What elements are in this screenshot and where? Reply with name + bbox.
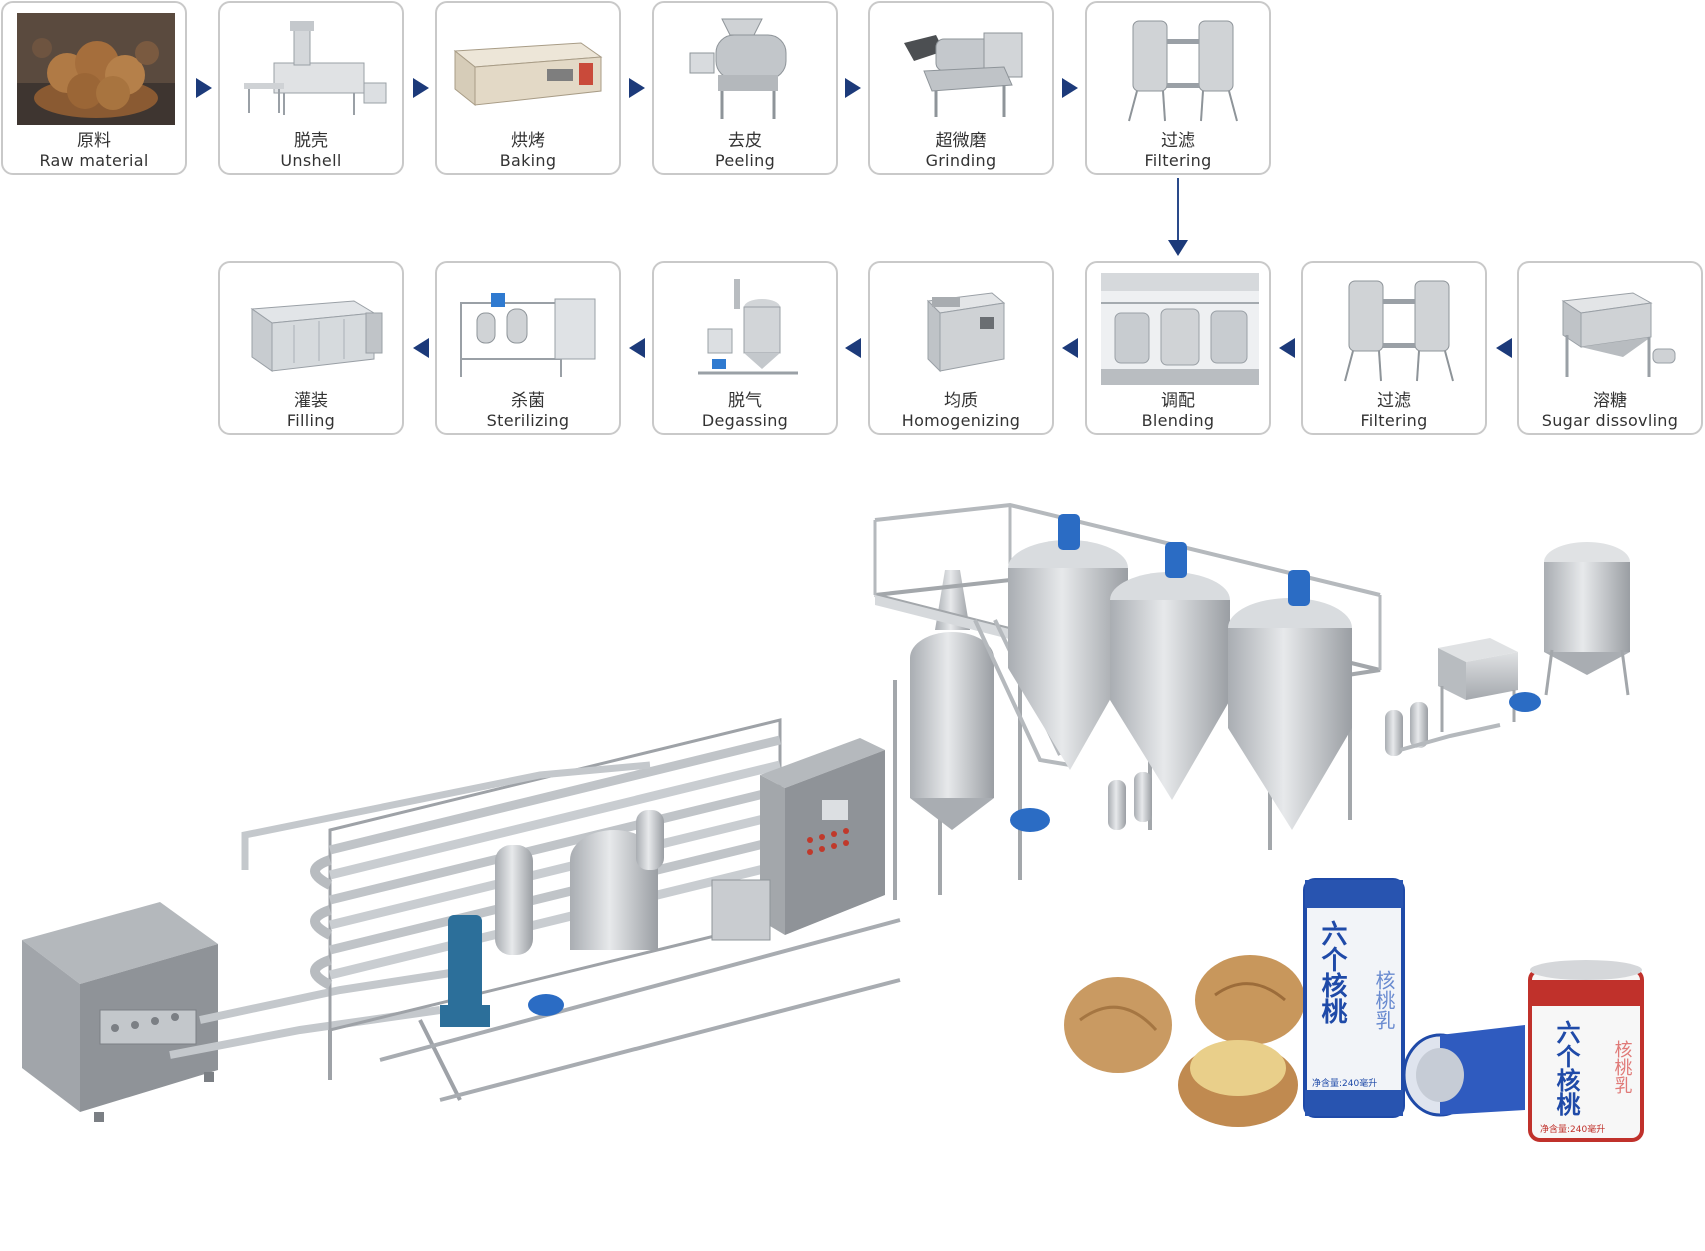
step-label-en: Blending: [1141, 411, 1215, 430]
degasser-vessel: [893, 570, 1050, 900]
flow-arrow-down: [1168, 240, 1188, 256]
baking-oven-icon: [453, 42, 603, 107]
step-label-en: Grinding: [925, 151, 997, 170]
step-filtering-1: 过滤 Filtering: [1085, 1, 1271, 175]
step-label-en: Raw material: [39, 151, 149, 170]
degasser-icon: [698, 279, 798, 375]
motor-icon: [1165, 542, 1187, 578]
step-label-en: Sugar dissovling: [1541, 411, 1679, 430]
step-filtering-2: 过滤 Filtering: [1301, 261, 1487, 435]
storage-tank: [1544, 542, 1630, 696]
step-label-en: Degassing: [701, 411, 789, 430]
step-unshell: 脱壳 Unshell: [218, 1, 404, 175]
sugar-dissolving-tank: [1438, 638, 1541, 732]
flow-arrow-left: [845, 338, 861, 358]
can-brand-text: 六个核桃: [1317, 920, 1347, 1025]
flow-arrow-right: [196, 78, 212, 98]
can-brand-text: 六个核桃: [1552, 1020, 1580, 1117]
control-cabinet: [760, 738, 885, 935]
step-label-en: Baking: [499, 151, 557, 170]
step-label-cn: 杀菌: [511, 391, 545, 411]
filling-machine-icon: [250, 300, 383, 372]
step-baking: 烘烤 Baking: [435, 1, 621, 175]
step-label-cn: 烘烤: [511, 131, 545, 151]
twin-filter-icon: [1128, 20, 1238, 122]
step-label-en: Unshell: [280, 151, 342, 170]
grinding-mill-icon: [904, 32, 1023, 117]
step-label-cn: 脱壳: [294, 131, 328, 151]
tubular-sterilizer: [241, 718, 901, 1102]
step-label-cn: 调配: [1161, 391, 1195, 411]
blending-tank-2: [1110, 542, 1230, 800]
sugar-tank-icon: [1561, 292, 1676, 377]
step-filling: 灌装 Filling: [218, 261, 404, 435]
can-sub-text: 核桃乳: [1612, 1040, 1633, 1094]
twin-filter-icon: [1344, 280, 1454, 382]
flow-arrow-left: [1279, 338, 1295, 358]
step-label-cn: 超微磨: [935, 131, 987, 151]
step-sterilizing: 杀菌 Sterilizing: [435, 261, 621, 435]
motor-icon: [1058, 514, 1080, 550]
walnut-milk-can-standing: 六个核桃 核桃乳 净含量:240毫升: [1303, 878, 1405, 1118]
step-label-en: Homogenizing: [901, 411, 1021, 430]
production-line-illustration: 六个核桃 核桃乳 净含量:240毫升 六个核桃 核桃乳 净含量:240毫升: [22, 502, 1644, 1142]
walnut-icon: [1064, 955, 1305, 1127]
can-volume-text: 净含量:240毫升: [1312, 1077, 1377, 1089]
step-label-cn: 过滤: [1377, 391, 1411, 411]
step-grinding: 超微磨 Grinding: [868, 1, 1054, 175]
sterilizer-icon: [460, 293, 596, 377]
homogenizer-icon: [926, 292, 1006, 373]
can-volume-text: 净含量:240毫升: [1540, 1123, 1605, 1135]
blending-tank-3: [1228, 570, 1352, 830]
step-label-cn: 脱气: [728, 391, 762, 411]
step-degassing: 脱气 Degassing: [652, 261, 838, 435]
plate-exchanger: [711, 879, 771, 941]
flow-arrow-left: [1496, 338, 1512, 358]
flow-arrow-left: [629, 338, 645, 358]
homogenizer-box: [22, 902, 218, 1122]
blending-tank-1: [1008, 514, 1128, 770]
walnut-milk-can-red: 六个核桃 核桃乳 净含量:240毫升: [1528, 960, 1644, 1142]
step-label-cn: 原料: [77, 131, 111, 151]
step-label-en: Filtering: [1144, 151, 1212, 170]
step-peeling: 去皮 Peeling: [652, 1, 838, 175]
step-raw-material: 原料 Raw material: [1, 1, 187, 175]
peeling-machine-icon: [689, 18, 787, 119]
step-label-cn: 均质: [944, 391, 978, 411]
can-sub-text: 核桃乳: [1372, 970, 1396, 1030]
motor-icon: [528, 994, 564, 1016]
holding-tube-tank: [495, 845, 533, 955]
twin-filter: [1108, 780, 1126, 830]
walnut-basket-icon: [17, 13, 175, 125]
step-label-cn: 去皮: [728, 131, 762, 151]
flow-arrow-left: [413, 338, 429, 358]
flow-arrow-right: [1062, 78, 1078, 98]
motor-icon: [1288, 570, 1310, 606]
centrifugal-pump: [448, 915, 482, 1015]
step-label-en: Peeling: [714, 151, 776, 170]
step-homogenizing: 均质 Homogenizing: [868, 261, 1054, 435]
flow-arrow-right: [845, 78, 861, 98]
step-label-cn: 灌装: [294, 391, 328, 411]
step-label-en: Sterilizing: [486, 411, 570, 430]
flow-arrow-right: [629, 78, 645, 98]
step-sugar-dissolving: 溶糖 Sugar dissovling: [1517, 261, 1703, 435]
motor-icon: [1509, 692, 1541, 712]
step-label-en: Filling: [286, 411, 336, 430]
blending-tanks-icon: [1101, 273, 1259, 385]
unshelling-machine-icon: [244, 21, 387, 115]
step-blending: 调配 Blending: [1085, 261, 1271, 435]
flow-arrow-right: [413, 78, 429, 98]
flow-connector-line: [1177, 178, 1179, 240]
flow-arrow-left: [1062, 338, 1078, 358]
step-label-cn: 溶糖: [1593, 391, 1627, 411]
step-label-en: Filtering: [1360, 411, 1428, 430]
step-label-cn: 过滤: [1161, 131, 1195, 151]
walnut-milk-can-lying: [1402, 1025, 1525, 1117]
